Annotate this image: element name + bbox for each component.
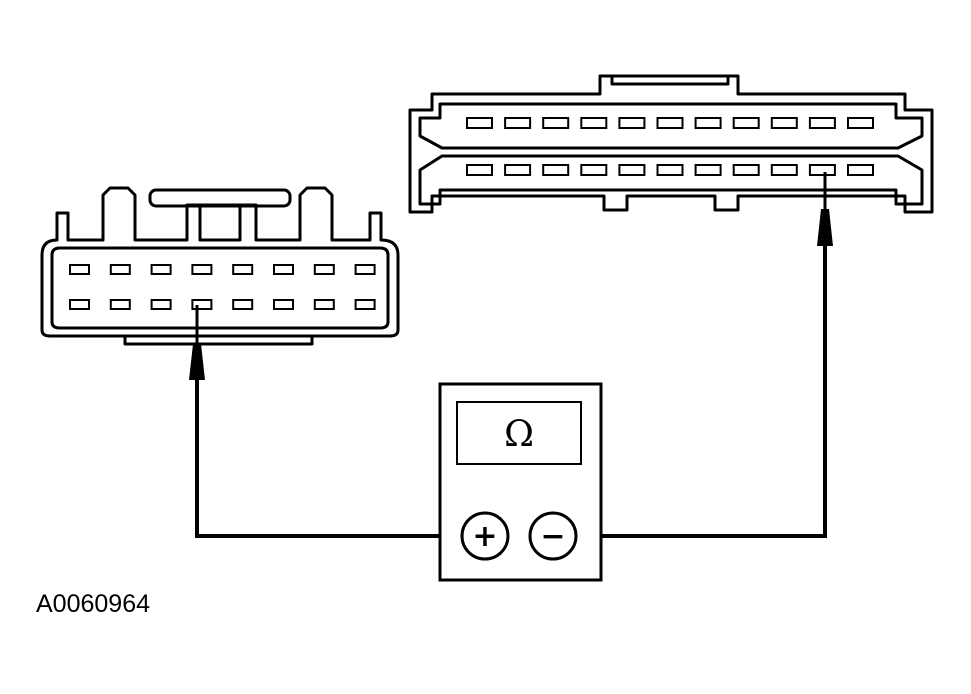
left-probed-pin (191, 299, 213, 310)
pin-cavity (150, 264, 172, 275)
negative-lead-wire (578, 246, 827, 538)
right-connector-body (408, 74, 934, 214)
pin-cavity (770, 117, 798, 129)
pin-cavity (232, 264, 254, 275)
left-connector (40, 186, 400, 346)
pin-cavity (732, 117, 760, 129)
figure-id-label: A0060964 (36, 590, 151, 618)
pin-cavity (273, 299, 294, 310)
left-connector-pins (69, 264, 376, 310)
pin-cavity (191, 264, 213, 275)
negative-terminal-symbol: − (540, 519, 565, 554)
pin-cavity (656, 117, 684, 129)
pin-cavity (580, 164, 608, 176)
positive-terminal[interactable] (460, 511, 510, 561)
test-leads (195, 172, 827, 538)
pin-cavity (69, 299, 90, 310)
positive-terminal-symbol: + (472, 519, 497, 554)
pin-cavity (656, 164, 684, 176)
pin-cavity (694, 164, 722, 176)
pin-cavity (313, 299, 335, 310)
right-connector-latch (610, 76, 730, 86)
right-connector-pins (466, 117, 874, 176)
right-connector-lower-rail (418, 154, 924, 206)
right-connector (408, 74, 934, 214)
pin-cavity (847, 164, 874, 176)
pin-cavity (542, 117, 570, 129)
left-connector-skirt (123, 336, 314, 346)
pin-cavity (232, 299, 254, 310)
pin-cavity (109, 264, 131, 275)
pin-cavity (150, 299, 172, 310)
pin-cavity (466, 117, 493, 129)
negative-probe-arrow (817, 209, 833, 246)
ohmmeter: Ω + − (438, 382, 603, 582)
pin-cavity (504, 164, 532, 176)
left-connector-latch-tab (198, 203, 242, 242)
negative-terminal[interactable] (528, 511, 578, 561)
pin-cavity (694, 117, 722, 129)
pin-cavity (69, 264, 90, 275)
left-connector-inner (50, 246, 390, 330)
pin-cavity (770, 164, 798, 176)
pin-cavity (732, 164, 760, 176)
pin-cavity (504, 117, 532, 129)
pin-cavity (542, 164, 570, 176)
pin-cavity (109, 299, 131, 310)
positive-probe-arrow (189, 344, 205, 380)
left-connector-body (40, 186, 400, 338)
pin-cavity (466, 164, 493, 176)
pin-cavity (847, 117, 874, 129)
meter-display (456, 401, 582, 465)
meter-display-symbol: Ω (504, 414, 534, 455)
pin-cavity (273, 264, 294, 275)
pin-cavity (580, 117, 608, 129)
pin-cavity (618, 164, 646, 176)
positive-lead-wire (195, 380, 462, 538)
pin-cavity (354, 264, 376, 275)
right-connector-upper-rail (418, 102, 924, 150)
right-probed-pin (808, 164, 836, 176)
pin-cavity (618, 117, 646, 129)
pin-cavity (313, 264, 335, 275)
pin-cavity (354, 299, 376, 310)
pin-cavity (808, 117, 836, 129)
